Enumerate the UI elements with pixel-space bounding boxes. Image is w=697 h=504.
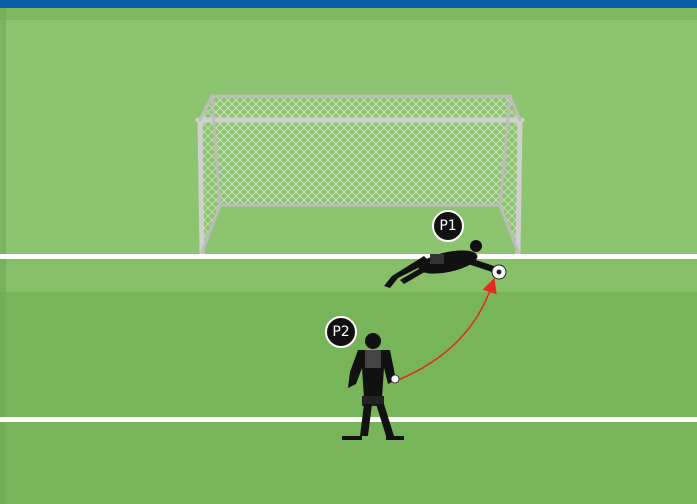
goal-line	[0, 254, 697, 259]
badge-p1-label: P1	[439, 218, 456, 234]
field-back-strip	[0, 8, 697, 20]
ball-p2	[391, 375, 399, 383]
badge-p2-label: P2	[332, 324, 349, 340]
top-bar	[0, 0, 697, 8]
field-goal-zone	[0, 258, 697, 292]
goal-post-left	[200, 120, 202, 252]
goal-post-right	[518, 120, 520, 252]
front-line	[0, 417, 697, 422]
goal-net	[212, 96, 510, 205]
badge-p1: P1	[433, 211, 463, 241]
badge-p2: P2	[326, 317, 356, 347]
ball-p1	[492, 265, 506, 279]
